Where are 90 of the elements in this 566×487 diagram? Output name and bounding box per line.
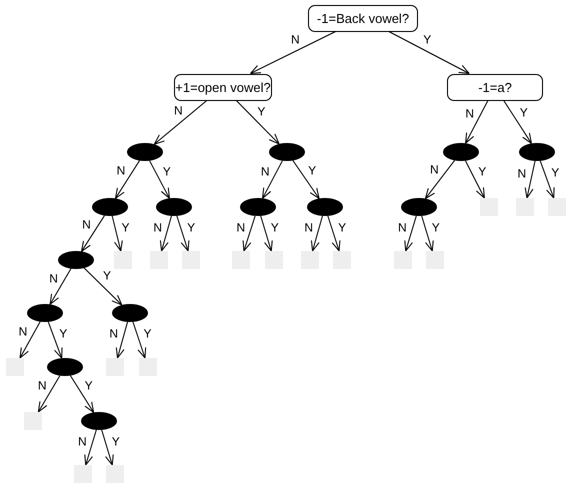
arrow (388, 31, 470, 74)
decision-ellipse (81, 412, 117, 430)
arrow (292, 160, 320, 199)
leaf-box (182, 251, 200, 269)
arrow (464, 160, 485, 198)
arrow (149, 160, 170, 199)
decision-ellipse (112, 304, 148, 322)
edge-label: N (303, 221, 314, 234)
edge-label: Y (110, 435, 121, 448)
arrow (236, 100, 280, 144)
edge-label: Y (142, 327, 152, 340)
arrow (112, 215, 123, 252)
leaf-box (24, 412, 42, 430)
arrow (260, 215, 273, 252)
edge-label: N (260, 165, 271, 178)
decision-ellipse (307, 198, 343, 216)
arrow (503, 100, 532, 144)
arrow (50, 268, 72, 305)
decision-ellipse (92, 198, 128, 216)
decision-ellipse (240, 198, 276, 216)
decision-ellipse (156, 198, 192, 216)
edge-label: N (48, 272, 59, 286)
decision-ellipse (47, 358, 83, 376)
edge-label: Y (162, 165, 172, 178)
decision-ellipse (58, 251, 94, 269)
edge-label: Y (430, 221, 441, 234)
edge-label: Y (270, 221, 280, 234)
leaf-box (333, 251, 351, 269)
edge-label: N (152, 221, 163, 234)
decision-box: -1=a? (447, 74, 543, 100)
arrow (132, 321, 146, 358)
edge-label: Y (84, 379, 94, 392)
leaf-box (394, 251, 412, 269)
arrow (262, 160, 283, 199)
decision-ellipse (27, 304, 63, 322)
decision-ellipse (269, 143, 305, 161)
decision-ellipse (401, 198, 437, 216)
leaf-box (426, 251, 444, 269)
leaf-box (139, 358, 157, 376)
arrow (242, 215, 256, 252)
arrow (38, 375, 60, 412)
arrow (70, 375, 94, 413)
arrow (404, 215, 417, 252)
arrow (101, 429, 114, 466)
leaf-box (114, 251, 132, 269)
arrow (421, 215, 434, 252)
edge-label: Y (186, 221, 196, 234)
edge-label: N (464, 107, 475, 120)
leaf-box (6, 358, 24, 376)
arrow (176, 215, 190, 252)
edge-label: Y (477, 165, 488, 178)
arrow (540, 160, 555, 198)
leaf-box (265, 251, 283, 269)
arrow (154, 100, 208, 145)
arrow (84, 268, 122, 306)
decision-ellipse (519, 143, 555, 161)
decision-box: +1=open vowel? (174, 74, 272, 100)
edge-label: Y (58, 327, 68, 340)
edge-label: Y (307, 164, 318, 178)
arrow (114, 160, 140, 199)
edge-label: N (236, 221, 246, 234)
leaf-box (150, 251, 168, 269)
arrow (20, 321, 41, 358)
leaf-box (74, 465, 92, 483)
edge-label: Y (256, 105, 266, 118)
edge-label: N (396, 221, 408, 234)
arrow (327, 215, 340, 252)
decision-box: -1=Back vowel? (308, 4, 418, 32)
leaf-box (232, 251, 250, 269)
arrow (465, 100, 488, 144)
edge-label: Y (337, 221, 348, 234)
arrow (424, 160, 456, 200)
leaf-box (301, 251, 319, 269)
leaf-box (548, 198, 566, 216)
edge-label: N (76, 435, 88, 448)
arrow (84, 429, 97, 466)
leaf-box (106, 465, 124, 483)
leaf-box (106, 358, 124, 376)
arrow (250, 31, 336, 74)
leaf-box (516, 198, 534, 216)
arrow (524, 160, 536, 198)
decision-ellipse (443, 143, 479, 161)
arrow (310, 215, 323, 252)
arrow (81, 215, 105, 252)
arrow (160, 215, 172, 252)
decision-ellipse (127, 143, 163, 161)
arrow (116, 321, 128, 358)
edge-label: N (36, 379, 48, 392)
leaf-box (480, 198, 498, 216)
arrow (48, 321, 62, 359)
